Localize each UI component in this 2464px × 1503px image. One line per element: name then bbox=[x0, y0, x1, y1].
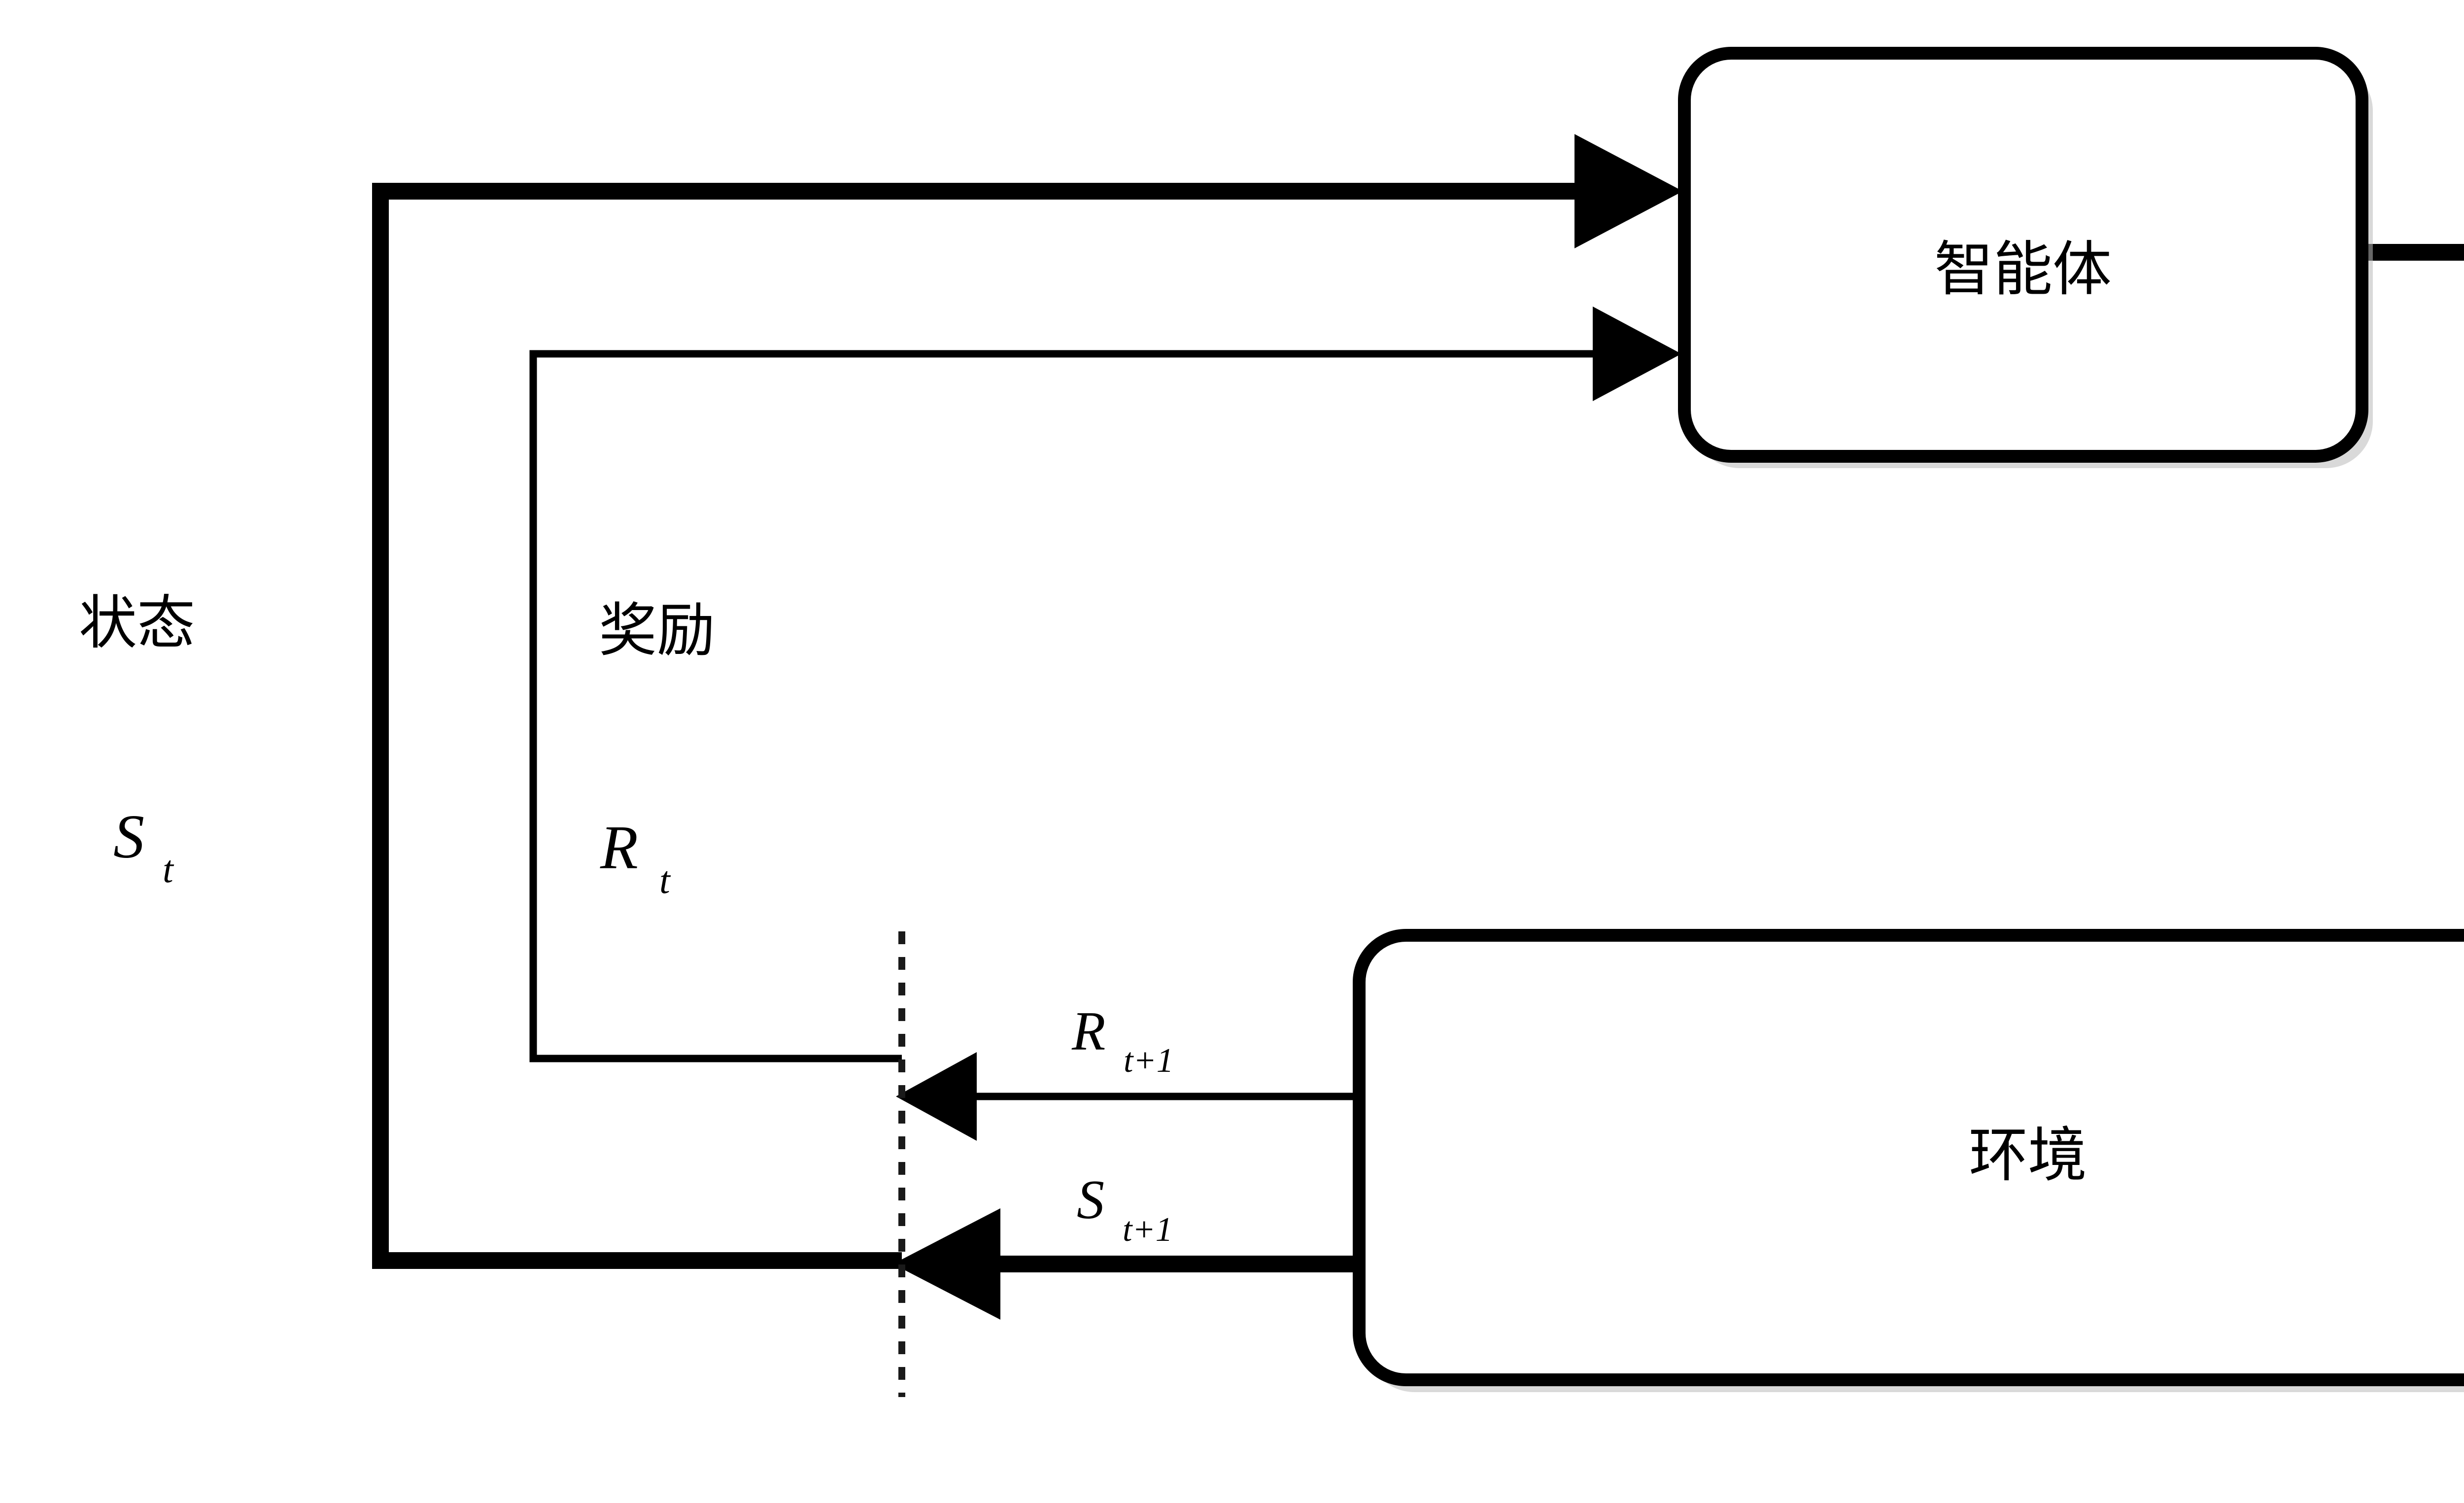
node-environment[interactable]: 环境 bbox=[1353, 929, 2464, 1392]
state-next-subscript: t+1 bbox=[1123, 1211, 1173, 1249]
state-cn-label: 状态 bbox=[79, 591, 195, 656]
reward-cn-label: 奖励 bbox=[599, 599, 715, 663]
agent-label: 智能体 bbox=[1934, 237, 2112, 303]
agent-box bbox=[1678, 47, 2368, 463]
label-reward-next: R t+1 bbox=[1071, 1001, 1174, 1080]
reward-next-subscript: t+1 bbox=[1124, 1042, 1174, 1080]
reward-symbol: R bbox=[600, 814, 638, 882]
edge-reward-path bbox=[529, 307, 1681, 1062]
reward-next-arrowhead-icon bbox=[896, 1052, 977, 1141]
state-symbol-subscript: t bbox=[163, 848, 174, 890]
reward-next-symbol: R bbox=[1071, 1001, 1105, 1062]
reward-arrowhead-icon bbox=[1593, 307, 1681, 401]
state-symbol: S bbox=[113, 803, 144, 871]
state-next-arrowhead-icon bbox=[893, 1208, 1000, 1320]
edge-state-path bbox=[372, 134, 1683, 1269]
edge-state-next-path bbox=[893, 1208, 1353, 1320]
reward-symbol-subscript: t bbox=[659, 858, 671, 901]
state-next-symbol: S bbox=[1077, 1169, 1104, 1230]
environment-box bbox=[1353, 929, 2464, 1386]
label-reward: 奖励 R t bbox=[599, 599, 715, 901]
label-state-next: S t+1 bbox=[1077, 1169, 1173, 1249]
reward-polyline bbox=[529, 350, 1626, 1062]
state-arrowhead-icon bbox=[1574, 134, 1683, 248]
state-polyline bbox=[372, 183, 1626, 1269]
edge-reward-next-path bbox=[896, 1052, 1353, 1141]
environment-label: 环境 bbox=[1969, 1123, 2087, 1189]
label-state: 状态 S t bbox=[79, 591, 195, 890]
node-agent[interactable]: 智能体 bbox=[1678, 47, 2373, 468]
